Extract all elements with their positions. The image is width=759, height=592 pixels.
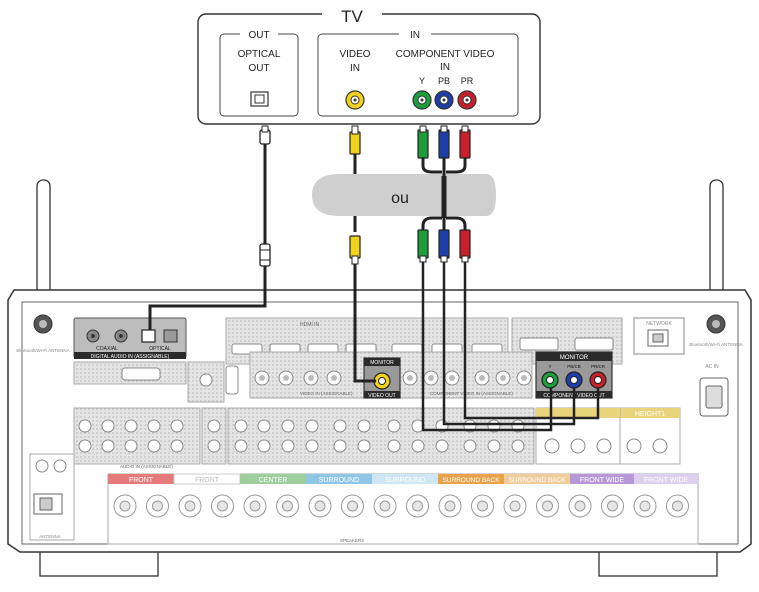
in-group-label: IN — [410, 30, 420, 41]
binding-post-center — [672, 500, 683, 512]
hdmi-in-label: HDMI IN — [300, 322, 320, 328]
height-speaker-band — [620, 408, 680, 418]
surround-back-label: SURROUND BACK — [442, 477, 500, 484]
binding-post-center — [217, 500, 228, 512]
optical-out-label-2: OUT — [248, 63, 269, 74]
monitor-component-title: MONITOR — [560, 355, 589, 361]
tv-optical-out-jack — [250, 91, 269, 107]
binding-post-center — [542, 500, 553, 512]
surround-r-label: SURROUND — [319, 477, 359, 484]
out-group-label: OUT — [248, 30, 269, 41]
front-wide-l-band — [634, 474, 698, 484]
audio-in-label: AUDIO IN (ASSIGNABLE) — [120, 464, 173, 469]
speakers-label: SPEAKERS — [340, 538, 364, 543]
binding-post-center — [314, 500, 326, 512]
video-in-label-2: IN — [350, 63, 360, 74]
coaxial-label: COAXIAL — [96, 346, 118, 352]
speaker-terminals: FRONT FRONT CENTER SURROUND SURROUND SUR… — [107, 473, 699, 545]
front-wide-r-label: FRONT WIDE — [580, 477, 625, 484]
antenna-label: ANTENNA — [39, 534, 61, 539]
binding-post-center — [509, 500, 521, 512]
component-in-label-1: COMPONENT VIDEO — [396, 49, 495, 60]
or-text: ou — [391, 190, 409, 207]
monitor-pb-label: PB/CB — [567, 364, 581, 369]
ac-in-label: AC IN — [705, 364, 719, 370]
jack-pb-label: PB — [438, 76, 450, 86]
optical-in-label: OPTICAL — [149, 346, 171, 352]
optical-cable — [148, 125, 271, 330]
binding-post-center — [412, 500, 423, 512]
video-in-jacks — [254, 370, 532, 386]
tv-video-in-jack — [345, 90, 365, 110]
tv-component-pb-jack — [434, 90, 454, 110]
tv-component-pr-jack — [457, 90, 477, 110]
front-l-label: FRONT — [195, 477, 220, 484]
ac-in: AC IN — [699, 364, 729, 417]
front-r-band — [108, 474, 174, 484]
component-in-label-2: IN — [440, 62, 450, 73]
network-block: NETWORK — [633, 317, 685, 355]
surround-back-r-band — [438, 474, 504, 484]
av-receiver: Bluetooth/Wi-Fi ANTENNA Bluetooth/Wi-Fi … — [7, 179, 752, 577]
surround-r-band — [306, 474, 372, 484]
or-bubble: ou — [312, 174, 496, 216]
network-label: NETWORK — [646, 321, 672, 327]
binding-post-center — [184, 500, 196, 512]
surround-l-label: SURROUND — [385, 477, 425, 484]
component-cable — [417, 125, 600, 432]
speaker-binding-posts — [113, 494, 689, 518]
front-wide-l-label: FRONT WIDE — [644, 477, 689, 484]
surround-back-l-label: SURROUND BACK — [508, 477, 566, 484]
binding-post-center — [639, 500, 651, 512]
binding-post-center — [152, 500, 163, 512]
component-in-row-label: COMPONENT VIDEO IN (ASSIGNABLE) — [430, 391, 513, 396]
binding-post-center — [574, 500, 586, 512]
height-label: HEIGHT1 — [635, 411, 665, 418]
binding-post-center — [282, 500, 293, 512]
binding-post-center — [379, 500, 391, 512]
monitor-video-label: MONITOR — [370, 360, 394, 366]
front-wide-r-band — [570, 474, 634, 484]
center-band — [240, 474, 306, 484]
digital-audio-group-label: DIGITAL AUDIO IN (ASSIGNABLE) — [91, 354, 170, 360]
fm-am-antenna-block: ANTENNA — [29, 453, 75, 541]
video-in-row-label: VIDEO IN (ASSIGNABLE) — [300, 391, 353, 396]
front-r-label: FRONT — [129, 477, 154, 484]
receiver-optical-in-jack — [141, 329, 156, 343]
digital-audio-in-block: DIGITAL AUDIO IN (ASSIGNABLE) COAXIAL OP… — [73, 317, 187, 360]
binding-post-center — [477, 500, 488, 512]
jack-y-label: Y — [419, 76, 425, 86]
surround-l-band — [372, 474, 438, 484]
binding-post-center — [347, 500, 358, 512]
optical-out-label-1: OPTICAL — [238, 49, 281, 60]
tv-component-y-jack — [412, 90, 432, 110]
preout-block — [227, 407, 535, 465]
audio-in-block: AUDIO IN (ASSIGNABLE) — [73, 407, 227, 469]
bt-antenna-label-left: Bluetooth/Wi-Fi ANTENNA — [16, 348, 69, 353]
bt-antenna-label-right: Bluetooth/Wi-Fi ANTENNA — [689, 342, 742, 347]
video-in-label-1: VIDEO — [339, 49, 370, 60]
binding-post-center — [119, 500, 131, 512]
surround-back-l-band — [504, 474, 570, 484]
video-out-label: VIDEO OUT — [368, 393, 396, 399]
monitor-y-label: Y — [548, 364, 551, 369]
height-speaker-block: HEIGHT1 — [535, 407, 681, 465]
center-label: CENTER — [259, 477, 288, 484]
tv-title: TV — [341, 7, 363, 26]
monitor-video-out: MONITOR VIDEO OUT — [363, 357, 401, 399]
monitor-pr-label: PR/CR — [591, 364, 606, 369]
binding-post-center — [444, 500, 456, 512]
tv-unit: TV OUT OPTICAL OUT IN VIDEO IN COMPONENT… — [197, 6, 541, 125]
jack-pr-label: PR — [461, 76, 474, 86]
binding-post-center — [607, 500, 618, 512]
binding-post-center — [249, 500, 261, 512]
